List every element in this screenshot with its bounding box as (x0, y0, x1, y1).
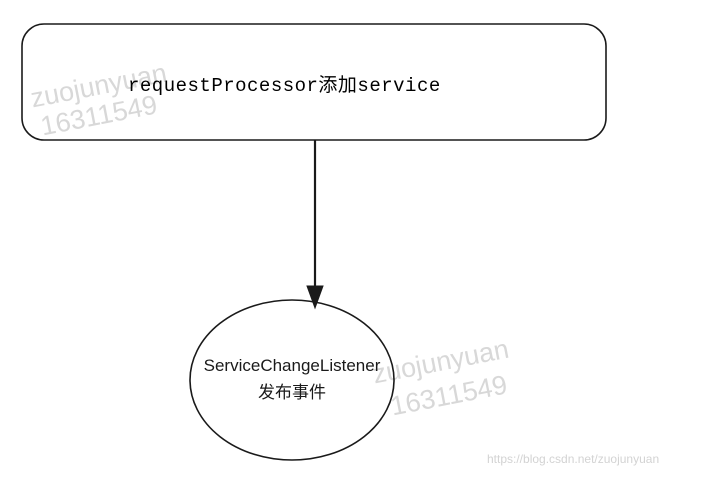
listener-ellipse-label-line2: 发布事件 (258, 383, 326, 402)
listener-ellipse-shape (189, 299, 395, 461)
process-box-label: requestProcessor添加service (128, 75, 441, 97)
arrow-head-icon (306, 285, 324, 310)
listener-ellipse-label-line1: ServiceChangeListener (203, 356, 381, 375)
